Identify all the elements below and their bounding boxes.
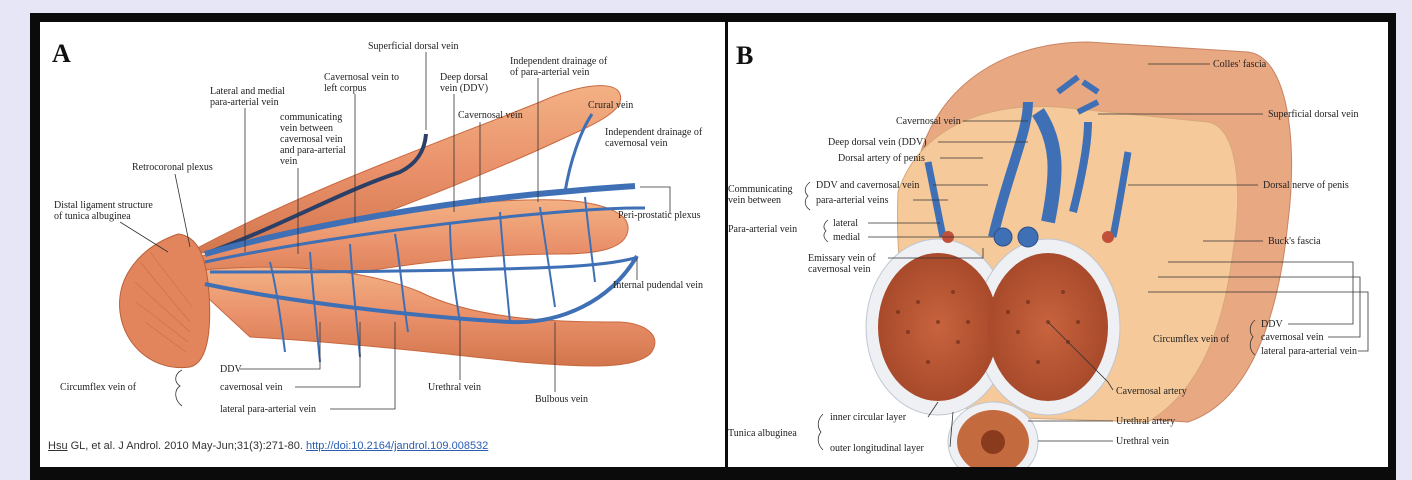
label-bulbous-vein: Bulbous vein — [535, 394, 588, 405]
citation: Hsu GL, et al. J Androl. 2010 May-Jun;31… — [48, 440, 488, 452]
label-outer-longitudinal: outer longitudinal layer — [830, 443, 925, 454]
label-para-arterial-veins: para-arterial veins — [816, 195, 889, 206]
label-cavernosal-left-2: left corpus — [324, 83, 367, 94]
label-lateral-para-lower: lateral para-arterial vein — [220, 404, 316, 415]
label-para-arterial-vein: Para-arterial vein — [728, 224, 797, 235]
label-emissary-1: Emissary vein of — [808, 253, 876, 264]
label-colles-fascia: Colles' fascia — [1213, 59, 1267, 70]
corpus-cavernosum-left — [878, 253, 998, 401]
label-emissary-2: cavernosal vein — [808, 264, 870, 275]
label-deep-dorsal-1: Deep dorsal — [440, 72, 488, 83]
label-ddv-cav: DDV and cavernosal vein — [816, 180, 919, 191]
label-lateral-para: lateral para-arterial vein — [1261, 346, 1357, 357]
label-peri-prostatic: Peri-prostatic plexus — [618, 210, 701, 221]
label-urethral-artery: Urethral artery — [1116, 416, 1175, 427]
label-distal-2: of tunica albuginea — [54, 211, 131, 222]
label-cavernosal-vein-lower: cavernosal vein — [1261, 332, 1323, 343]
panel-b-illustration: B Colles' fascia Cavernosal vein Superfi… — [728, 22, 1388, 467]
label-communicating-1: Communicating — [728, 184, 792, 195]
label-urethral-vein: Urethral vein — [1116, 436, 1169, 447]
panel-b: B Colles' fascia Cavernosal vein Superfi… — [728, 22, 1388, 467]
label-independent-para-1: Independent drainage of — [510, 56, 608, 67]
citation-text: GL, et al. J Androl. 2010 May-Jun;31(3):… — [68, 440, 306, 452]
label-independent-para-2: of para-arterial vein — [510, 67, 589, 78]
panel-a-illustration: A Superficial dorsal vein Independent dr… — [40, 22, 725, 467]
label-lateral-medial-1: Lateral and medial — [210, 86, 285, 97]
label-communicating-2: vein between — [728, 195, 781, 206]
label-deep-dorsal-vein: Deep dorsal vein (DDV) — [828, 137, 927, 148]
label-inner-circular: inner circular layer — [830, 412, 907, 423]
label-communicating-1: communicating — [280, 112, 342, 123]
label-tunica: Tunica albuginea — [728, 428, 797, 439]
panel-b-letter: B — [736, 41, 753, 70]
corpus-cavernosum-right — [988, 253, 1108, 401]
label-independent-cav-1: Independent drainage of — [605, 127, 703, 138]
label-circumflex-of: Circumflex vein of — [1153, 334, 1230, 345]
label-lateral-medial-2: para-arterial vein — [210, 97, 279, 108]
label-distal-1: Distal ligament structure — [54, 200, 153, 211]
label-urethral-vein: Urethral vein — [428, 382, 481, 393]
label-cavernosal-artery: Cavernosal artery — [1116, 386, 1187, 397]
label-superficial-dorsal-vein: Superficial dorsal vein — [1268, 109, 1359, 120]
citation-author[interactable]: Hsu — [48, 440, 68, 452]
label-cavernosal-left-1: Cavernosal vein to — [324, 72, 399, 83]
label-cavernosal-vein: Cavernosal vein — [458, 110, 523, 121]
label-independent-cav-2: cavernosal vein — [605, 138, 667, 149]
label-cavernosal-vein-lower: cavernosal vein — [220, 382, 282, 393]
label-communicating-2: vein between — [280, 123, 333, 134]
label-crural-vein: Crural vein — [588, 100, 633, 111]
label-retrocoronal: Retrocoronal plexus — [132, 162, 213, 173]
label-cavernosal-vein: Cavernosal vein — [896, 116, 961, 127]
label-ddv: DDV — [1261, 319, 1283, 330]
panel-a-letter: A — [52, 39, 71, 68]
label-superficial-dorsal-vein: Superficial dorsal vein — [368, 41, 459, 52]
label-communicating-4: and para-arterial — [280, 145, 346, 156]
label-deep-dorsal-2: vein (DDV) — [440, 83, 488, 94]
label-communicating-5: vein — [280, 156, 297, 167]
panel-a: A Superficial dorsal vein Independent dr… — [40, 22, 725, 467]
label-lateral: lateral — [833, 218, 858, 229]
label-medial: medial — [833, 232, 860, 243]
label-communicating-3: cavernosal vein — [280, 134, 342, 145]
citation-link[interactable]: http://doi:10.2164/jandrol.109.008532 — [306, 440, 488, 452]
label-dorsal-nerve: Dorsal nerve of penis — [1263, 180, 1349, 191]
label-circumflex-of: Circumflex vein of — [60, 382, 137, 393]
label-dorsal-artery: Dorsal artery of penis — [838, 153, 925, 164]
glans — [120, 234, 210, 368]
label-bucks-fascia: Buck's fascia — [1268, 236, 1321, 247]
label-internal-pudendal: Internal pudendal vein — [613, 280, 703, 291]
label-ddv: DDV — [220, 364, 242, 375]
